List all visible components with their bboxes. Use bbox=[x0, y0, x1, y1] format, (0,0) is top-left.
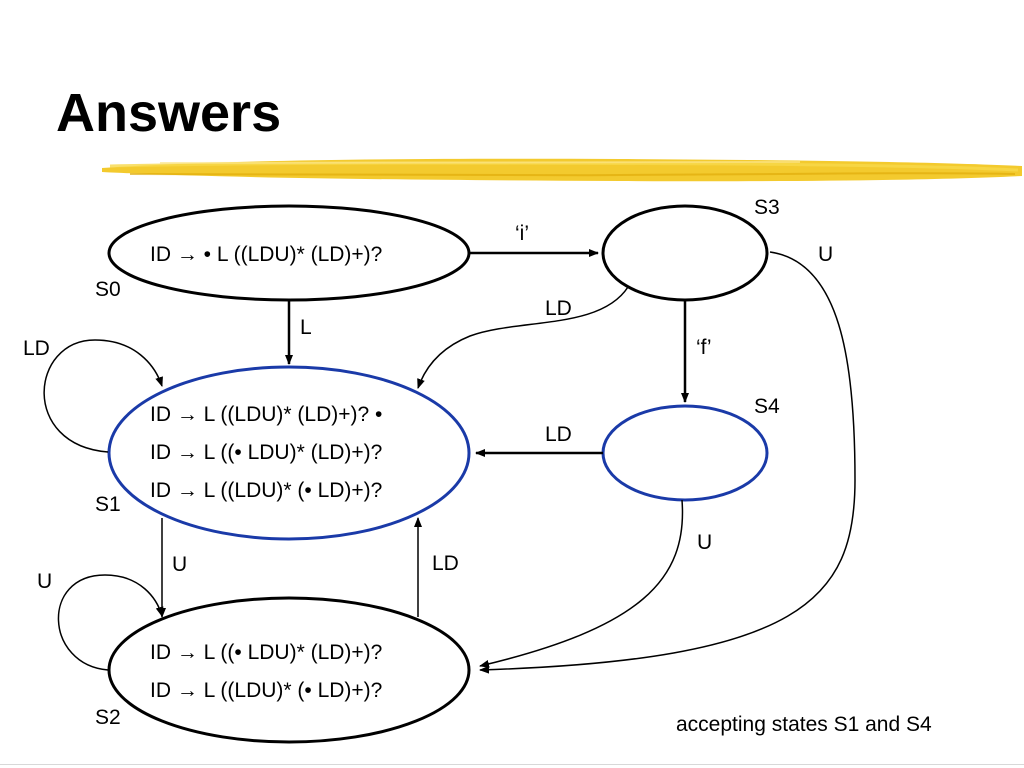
state-label-s4: S4 bbox=[754, 395, 780, 418]
s2-item-1: ID → L ((• LDU)* (LD)+)? bbox=[150, 641, 382, 664]
edge-label-s3-s4: ‘f’ bbox=[696, 336, 712, 359]
slide-title: Answers bbox=[56, 83, 282, 143]
edge-s4-s2 bbox=[479, 499, 684, 668]
edge-label-s3-s1: LD bbox=[545, 297, 572, 320]
state-label-s0: S0 bbox=[95, 278, 121, 301]
state-label-s2: S2 bbox=[95, 706, 121, 729]
state-s3 bbox=[601, 204, 769, 302]
state-label-s1: S1 bbox=[95, 493, 121, 516]
edge-s2-self-loop bbox=[57, 574, 164, 671]
edge-label-s2-self: U bbox=[37, 570, 52, 593]
s1-item-2: ID → L ((• LDU)* (LD)+)? bbox=[150, 441, 382, 464]
state-s1 bbox=[107, 365, 471, 541]
edge-label-s3-s2: U bbox=[818, 243, 833, 266]
accepting-states-note: accepting states S1 and S4 bbox=[676, 713, 932, 736]
state-s2 bbox=[107, 596, 471, 744]
footer-divider bbox=[0, 764, 1024, 765]
s2-item-2: ID → L ((LDU)* (• LD)+)? bbox=[150, 679, 382, 702]
s1-item-3: ID → L ((LDU)* (• LD)+)? bbox=[150, 479, 382, 502]
s1-item-1: ID → L ((LDU)* (LD)+)? • bbox=[150, 403, 382, 426]
edge-s3-s1 bbox=[417, 286, 629, 389]
edge-s3-s2 bbox=[479, 251, 856, 674]
edge-s1-self-loop bbox=[43, 339, 163, 453]
s0-item-1: ID → • L ((LDU)* (LD)+)? bbox=[150, 243, 382, 266]
edge-label-s4-s2: U bbox=[697, 531, 712, 554]
edge-label-s1-s2: U bbox=[172, 553, 187, 576]
edge-label-s0-s3: ‘i’ bbox=[515, 222, 529, 245]
title-brush-underline bbox=[102, 158, 1022, 182]
edge-label-s0-s1: L bbox=[300, 316, 312, 339]
edge-label-s2-s1: LD bbox=[432, 552, 459, 575]
state-label-s3: S3 bbox=[754, 196, 780, 219]
state-s4 bbox=[601, 404, 769, 502]
edge-label-s1-self: LD bbox=[23, 337, 50, 360]
edge-label-s4-s1: LD bbox=[545, 423, 572, 446]
